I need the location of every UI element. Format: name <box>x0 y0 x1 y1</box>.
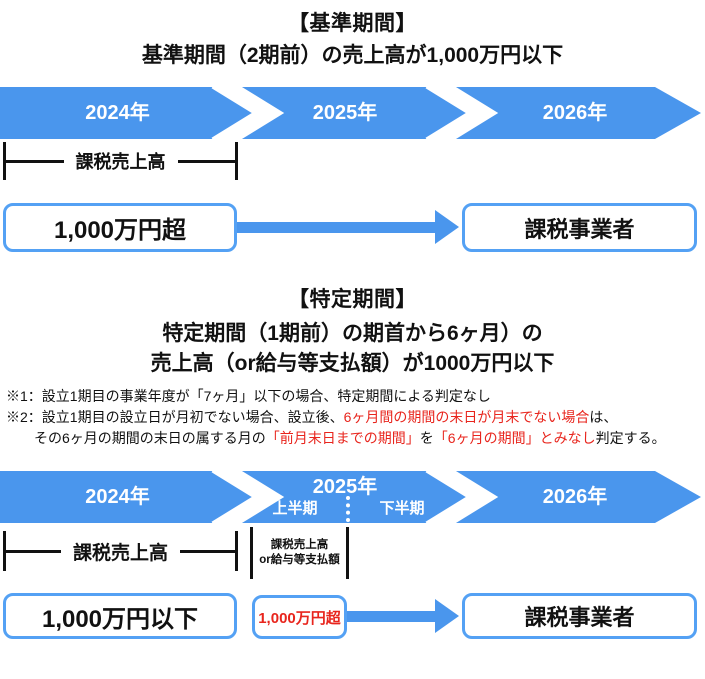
note-2-line-2: その6ヶ月の期間の末日の属する月の「前月末日までの期間」を「6ヶ月の期間」とみな… <box>34 428 666 448</box>
measure-label-line2: or給与等支払額 <box>259 554 340 566</box>
bracket-label-column: 課税売上高 or給与等支払額 <box>253 527 346 579</box>
base-year-2024: 2024年 <box>85 102 150 124</box>
specific-result-text: 課税事業者 <box>524 605 635 630</box>
chevron-separator-1 <box>211 87 285 139</box>
specific-first-half-label: 上半期 <box>272 500 318 517</box>
specific-condition-over-box: 1,000万円超 <box>252 595 347 639</box>
bracket-line-left <box>6 159 64 163</box>
measure-label-line1: 課税売上高 <box>270 539 329 551</box>
specific-condition-below-box: 1,000万円以下 <box>3 593 237 639</box>
specific-condition-over-text: 1,000万円超 <box>258 609 341 627</box>
base-year-2026: 2026年 <box>542 102 608 124</box>
base-period-subtitle: 基準期間（2期前）の売上高が1,000万円以下 <box>141 44 564 67</box>
specific-subtitle-line2: 売上高（or給与等支払額）が1000万円以下 <box>150 352 555 375</box>
base-taxable-sales-bracket: 課税売上高 <box>3 142 238 180</box>
note-2-cont-red-2: 「6ヶ月の期間」とみなし <box>433 430 596 446</box>
base-flow-arrow-shaft <box>237 222 435 233</box>
base-timeline-arrow-band <box>0 87 701 139</box>
note-1: ※1：設立1期目の事業年度が「7ヶ月」以下の場合、特定期間による判定なし <box>6 386 491 406</box>
specific-condition-below-text: 1,000万円以下 <box>41 605 199 633</box>
bracket-tick-right <box>346 527 349 579</box>
specific-year-2024: 2024年 <box>85 486 150 508</box>
chevron-separator-2 <box>425 87 499 139</box>
note-2-cont-black-3: 判定する。 <box>595 430 666 446</box>
bracket-tick-left <box>3 142 6 180</box>
note-1-text: ※1：設立1期目の事業年度が「7ヶ月」以下の場合、特定期間による判定なし <box>6 388 491 404</box>
bracket-tick-left <box>250 527 253 579</box>
note-2-line-1: ※2：設立1期目の設立日が月初でない場合、設立後、6ヶ月間の期間の末日が月末でな… <box>6 407 617 427</box>
note-2-cont-black-1: その6ヶ月の期間の末日の属する月の <box>34 430 266 446</box>
note-2-cont-black-2: を <box>419 430 434 446</box>
specific-timeline-arrow-band <box>0 471 701 523</box>
specific-year-2026: 2026年 <box>542 486 608 508</box>
base-taxable-sales-label: 課税売上高 <box>75 152 166 172</box>
bracket-line-left <box>6 549 61 553</box>
timeline-band-shape <box>0 471 701 523</box>
bracket-tick-right <box>235 531 239 571</box>
specific-taxable-sales-bracket: 課税売上高 <box>3 531 239 571</box>
specific-subtitle-line1: 特定期間（1期前）の期首から6ヶ月）の <box>162 322 543 345</box>
specific-year-2025: 2025年 <box>312 476 378 498</box>
base-result-text: 課税事業者 <box>524 216 635 242</box>
base-condition-text: 1,000万円超 <box>53 217 187 244</box>
base-year-2025: 2025年 <box>312 102 378 124</box>
bracket-line-right <box>180 549 236 553</box>
note-2-red-1: 6ヶ月間の期間の末日が月末でない場合 <box>343 409 590 425</box>
base-condition-box: 1,000万円超 <box>3 203 237 252</box>
chevron-separator-1 <box>211 471 285 523</box>
note-2-black-2: は、 <box>589 409 618 425</box>
specific-second-half-label: 下半期 <box>379 500 425 517</box>
chevron-separator-2 <box>425 471 499 523</box>
bracket-tick-right <box>235 142 238 180</box>
note-2-cont-red-1: 「前月末日までの期間」 <box>265 430 420 446</box>
base-period-title: 【基準期間】 <box>288 12 417 35</box>
timeline-band-shape <box>0 87 701 139</box>
note-2-black-1: ※2：設立1期目の設立日が月初でない場合、設立後、 <box>6 409 344 425</box>
base-result-box: 課税事業者 <box>462 203 697 252</box>
specific-taxable-sales-label: 課税売上高 <box>73 542 169 564</box>
specific-flow-arrow-shaft <box>347 611 435 622</box>
specific-result-box: 課税事業者 <box>462 593 697 639</box>
specific-flow-arrow-head <box>435 599 459 633</box>
bracket-line-right <box>177 159 235 163</box>
half-year-dotted-divider <box>346 496 350 522</box>
specific-period-title: 【特定期間】 <box>288 288 417 311</box>
base-flow-arrow-head <box>435 210 459 244</box>
bracket-tick-left <box>3 531 6 571</box>
first-half-measure-bracket: 課税売上高 or給与等支払額 <box>250 527 349 579</box>
